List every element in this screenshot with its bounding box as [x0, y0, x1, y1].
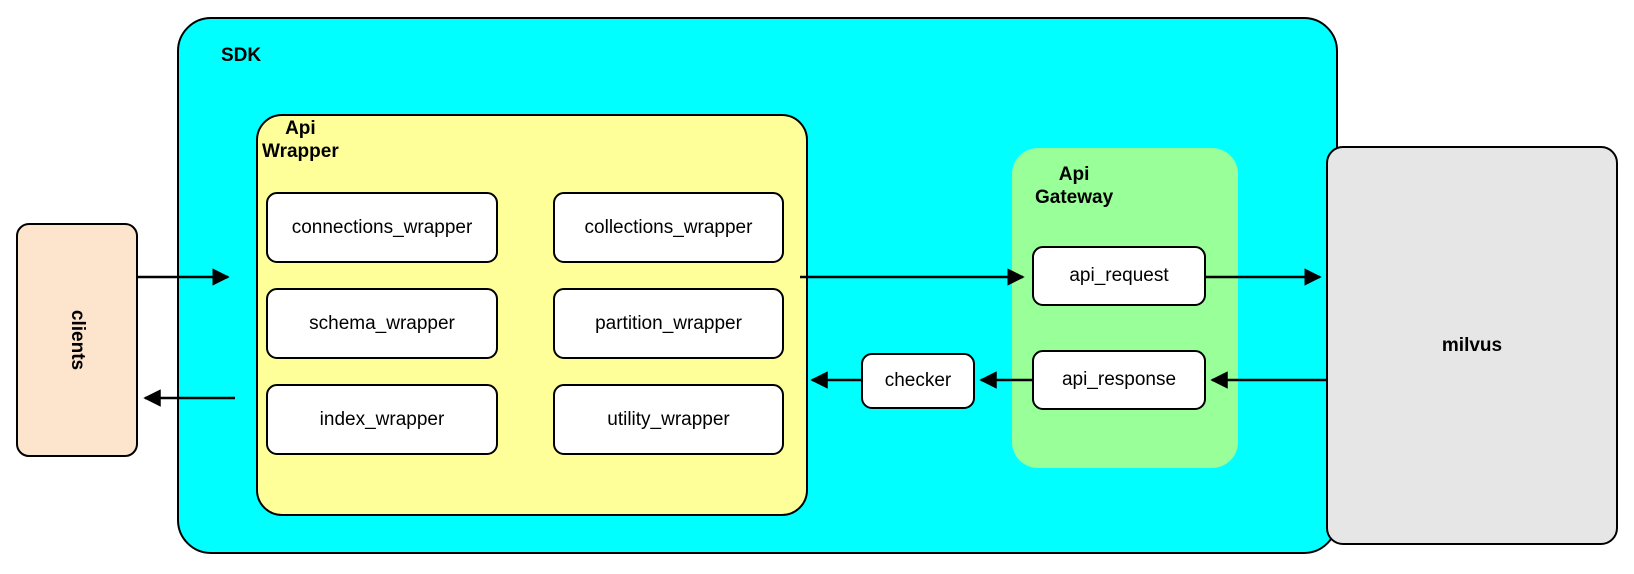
node-partition-wrapper[interactable]: partition_wrapper — [553, 288, 784, 359]
node-label: utility_wrapper — [607, 408, 730, 430]
node-clients[interactable]: clients — [16, 223, 138, 457]
node-milvus[interactable]: milvus — [1326, 146, 1618, 545]
api-gateway-container — [1012, 148, 1238, 468]
sdk-title: SDK — [221, 45, 262, 66]
node-label: milvus — [1441, 334, 1503, 356]
node-label: schema_wrapper — [309, 312, 455, 334]
node-label: collections_wrapper — [584, 216, 753, 238]
node-api-request[interactable]: api_request — [1032, 246, 1206, 306]
node-label: partition_wrapper — [595, 312, 742, 334]
node-label: api_response — [1061, 369, 1177, 390]
node-collections-wrapper[interactable]: collections_wrapper — [553, 192, 784, 263]
api-gateway-title: Api Gateway — [1035, 164, 1114, 209]
node-label: checker — [884, 370, 952, 391]
node-connections-wrapper[interactable]: connections_wrapper — [266, 192, 498, 263]
node-api-response[interactable]: api_response — [1032, 350, 1206, 410]
node-utility-wrapper[interactable]: utility_wrapper — [553, 384, 784, 455]
api-wrapper-title: Api Wrapper — [262, 118, 339, 163]
node-checker[interactable]: checker — [861, 353, 975, 409]
node-label: connections_wrapper — [291, 216, 473, 238]
node-index-wrapper[interactable]: index_wrapper — [266, 384, 498, 455]
node-label: clients — [66, 309, 88, 371]
node-label: index_wrapper — [319, 408, 445, 430]
node-label: api_request — [1069, 265, 1169, 286]
node-schema-wrapper[interactable]: schema_wrapper — [266, 288, 498, 359]
